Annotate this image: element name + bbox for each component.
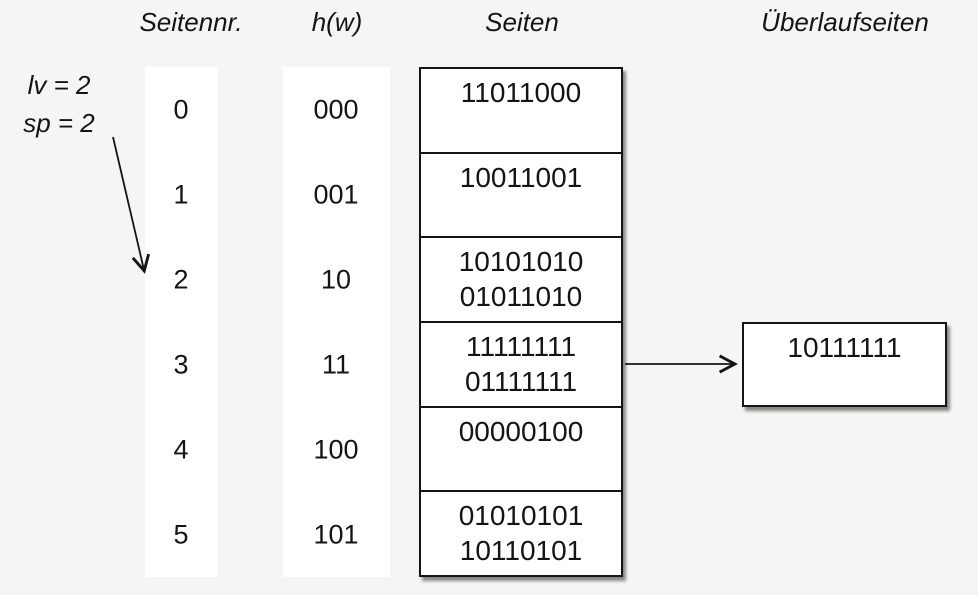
overflow-entry: 10111111 [787, 332, 902, 363]
hash-column-background [283, 67, 390, 577]
seitennr-value: 0 [173, 94, 189, 125]
header-seiten: Seiten [485, 7, 559, 37]
bucket-entry: 11011000 [460, 77, 582, 108]
split-pointer-value: sp = 2 [23, 108, 95, 138]
hash-value: 10 [320, 264, 352, 295]
hash-value: 101 [313, 519, 359, 550]
bucket-cell-0: 11011000 [421, 69, 621, 154]
bucket-entry: 01010101 [458, 500, 584, 532]
level-split-pointer-annotation: lv = 2 sp = 2 [13, 66, 105, 142]
bucket-entry: 01111111 [464, 366, 578, 398]
level-value: lv = 2 [27, 70, 91, 100]
bucket-entry: 10011001 [459, 161, 583, 193]
pages-table: 11011000 10011001 10101010 01011010 1111… [419, 67, 623, 577]
hash-value: 001 [313, 179, 359, 210]
bucket-cell-4: 00000100 [421, 408, 621, 493]
hash-value: 100 [313, 434, 359, 465]
bucket-entry: 00000100 [458, 415, 584, 447]
seitennr-value: 3 [173, 349, 189, 380]
hash-value: 11 [321, 349, 351, 380]
header-hash-function: h(w) [311, 7, 363, 37]
hash-value: 000 [313, 94, 359, 125]
bucket-cell-1: 10011001 [421, 154, 621, 239]
seitennr-value: 4 [173, 434, 189, 465]
seitennr-value: 1 [173, 179, 189, 210]
overflow-page-box: 10111111 [742, 322, 947, 407]
bucket-cell-2: 10101010 01011010 [421, 238, 621, 324]
seitennr-value: 5 [173, 519, 189, 550]
bucket-cell-3: 11111111 01111111 [421, 323, 621, 408]
bucket-entry: 11111111 [465, 331, 577, 363]
header-seitennr: Seitennr. [139, 7, 243, 37]
bucket-cell-5: 01010101 10110101 [421, 492, 621, 575]
seitennr-column-background [145, 67, 218, 577]
bucket-entry: 10110101 [459, 535, 583, 567]
bucket-entry: 01011010 [459, 281, 583, 313]
bucket-entry: 10101010 [458, 246, 584, 278]
split-pointer-arrow [112, 136, 144, 270]
header-ueberlaufseiten: Überlaufseiten [761, 7, 929, 37]
seitennr-value: 2 [173, 264, 189, 295]
